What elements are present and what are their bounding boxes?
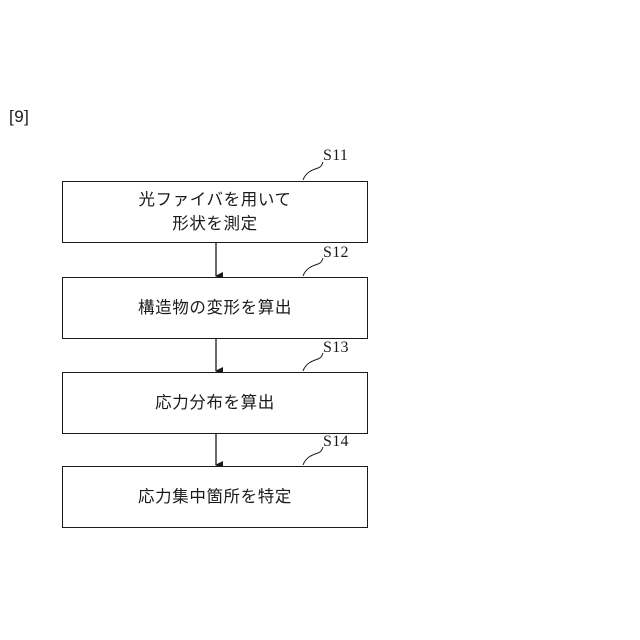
leader-line-s13 [303,353,323,371]
step-id-s11: S11 [323,147,348,165]
step-text-s12: 構造物の変形を算出 [138,296,292,320]
step-box-s11: 光ファイバを用いて 形状を測定 [62,181,368,243]
step-text-s11: 光ファイバを用いて 形状を測定 [138,188,291,236]
leader-line-s11 [303,162,323,180]
leader-line-s12 [303,258,323,276]
step-text-s14: 応力集中箇所を特定 [138,485,292,509]
step-box-s12: 構造物の変形を算出 [62,277,368,339]
step-text-s13: 応力分布を算出 [155,391,275,415]
leader-line-s14 [303,447,323,465]
step-id-s12: S12 [323,244,349,262]
step-id-s13: S13 [323,339,349,357]
step-box-s13: 応力分布を算出 [62,372,368,434]
step-id-s14: S14 [323,433,349,451]
step-box-s14: 応力集中箇所を特定 [62,466,368,528]
